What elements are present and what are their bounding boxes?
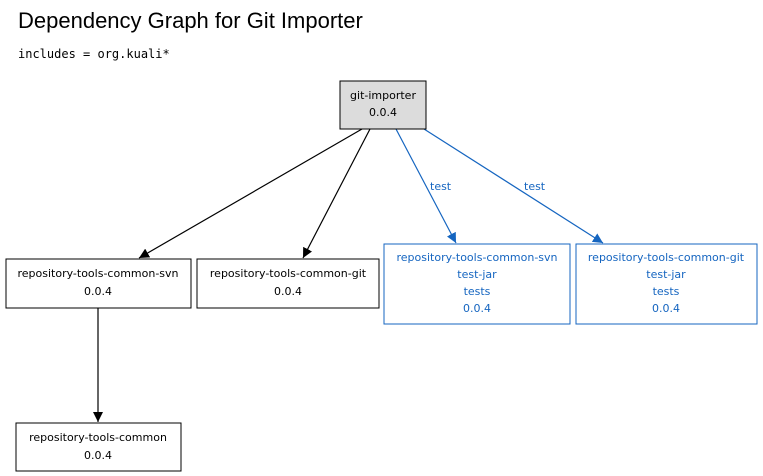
edge-root-to-svn-test: test [395,128,457,244]
node-type: test-jar [646,268,686,281]
page-title: Dependency Graph for Git Importer [18,8,363,33]
node-name: repository-tools-common-git [210,267,367,280]
edge-root-to-git-test: test [423,128,604,244]
node-repository-tools-common-git[interactable]: repository-tools-common-git 0.0.4 [196,258,380,309]
node-version: 0.0.4 [463,302,491,315]
node-version: 0.0.4 [84,449,112,462]
node-classifier: tests [653,285,680,298]
node-name: git-importer [350,89,416,102]
node-version: 0.0.4 [652,302,680,315]
node-name: repository-tools-common-svn [17,267,178,280]
node-repository-tools-common-svn[interactable]: repository-tools-common-svn 0.0.4 [5,258,192,309]
edge-label-test: test [430,180,452,193]
node-name: repository-tools-common [29,431,167,444]
node-version: 0.0.4 [274,285,302,298]
edge-root-to-svn [138,128,363,259]
node-repository-tools-common[interactable]: repository-tools-common 0.0.4 [15,422,182,472]
node-version: 0.0.4 [369,106,397,119]
edge-label-test: test [524,180,546,193]
node-repository-tools-common-svn-test-jar[interactable]: repository-tools-common-svn test-jar tes… [383,243,571,325]
include-filter: includes = org.kuali* [18,47,170,61]
node-repository-tools-common-git-test-jar[interactable]: repository-tools-common-git test-jar tes… [575,243,758,325]
node-git-importer[interactable]: git-importer 0.0.4 [339,80,427,130]
node-name: repository-tools-common-svn [396,251,557,264]
node-type: test-jar [457,268,497,281]
edge-root-to-git [302,128,371,259]
node-classifier: tests [464,285,491,298]
node-name: repository-tools-common-git [588,251,745,264]
node-version: 0.0.4 [84,285,112,298]
